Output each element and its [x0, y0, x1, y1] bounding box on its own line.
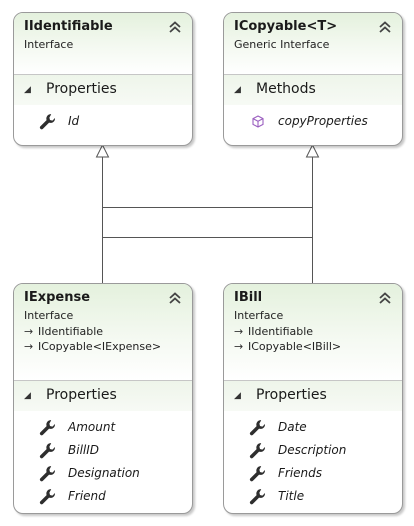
double-chevron-up-icon[interactable] [167, 290, 183, 306]
wrench-icon [248, 442, 278, 460]
cube-icon [248, 113, 278, 131]
wrench-icon [38, 419, 68, 437]
property-name: Designation [68, 466, 140, 480]
icopyable-subtitle: Generic Interface [234, 38, 330, 51]
property-item[interactable]: Title [224, 485, 402, 508]
property-name: Friend [68, 489, 106, 503]
property-name: Date [278, 420, 307, 434]
wrench-icon [248, 465, 278, 483]
iidentifiable-inheritance-arrowhead [95, 143, 110, 158]
iidentifiable-box[interactable]: IIdentifiable Interface ◢ Properties Id [13, 12, 193, 146]
triangle-down-icon[interactable]: ◢ [24, 391, 31, 401]
inherited-interface-name: ICopyable<IExpense> [38, 340, 162, 353]
arrow-right-icon: → [234, 325, 244, 338]
wrench-icon [248, 488, 278, 506]
wrench-icon [38, 488, 68, 506]
iidentifiable-properties-section[interactable]: ◢ Properties [14, 74, 192, 105]
ibill-header: IBill Interface → IIdentifiable → ICopyable… [224, 284, 402, 380]
ibill-subtitle: Interface [234, 309, 284, 322]
wrench-icon [38, 442, 68, 460]
iidentifiable-header: IIdentifiable Interface [14, 13, 192, 74]
property-name: Id [68, 114, 80, 128]
triangle-down-icon[interactable]: ◢ [234, 85, 241, 95]
icopyable-inheritance-arrowhead [305, 143, 320, 158]
property-name: Friends [278, 466, 323, 480]
iexpense-properties-section[interactable]: ◢ Properties [14, 380, 192, 411]
property-item[interactable]: Amount [14, 416, 192, 439]
arrow-right-icon: → [24, 325, 34, 338]
inherited-interface: → IIdentifiable [234, 324, 392, 339]
property-item[interactable]: Friends [224, 462, 402, 485]
icopyable-methods-section[interactable]: ◢ Methods [224, 74, 402, 105]
property-item[interactable]: Date [224, 416, 402, 439]
property-item[interactable]: Description [224, 439, 402, 462]
method-item[interactable]: copyProperties [224, 110, 402, 133]
iidentifiable-title: IIdentifiable [24, 19, 113, 34]
inherited-interface: → ICopyable<IExpense> [24, 339, 182, 354]
wrench-icon [38, 465, 68, 483]
inherited-interface-name: IIdentifiable [38, 325, 104, 338]
ibill-box[interactable]: IBill Interface → IIdentifiable → ICopyable… [223, 283, 403, 514]
property-name: Amount [68, 420, 116, 434]
method-name: copyProperties [278, 114, 368, 128]
icopyable-title: ICopyable<T> [234, 19, 338, 34]
double-chevron-up-icon[interactable] [377, 19, 393, 35]
property-name: Description [278, 443, 347, 457]
iexpense-header: IExpense Interface → IIdentifiable → ICopya… [14, 284, 192, 380]
icopyable-box[interactable]: ICopyable<T> Generic Interface ◢Methods … [223, 12, 403, 146]
wrench-icon [38, 113, 68, 131]
property-item[interactable]: Friend [14, 485, 192, 508]
ibill-title: IBill [234, 290, 263, 305]
property-item[interactable]: Id [14, 110, 192, 133]
ibill-properties-section[interactable]: ◢ Properties [224, 380, 402, 411]
double-chevron-up-icon[interactable] [167, 19, 183, 35]
inherited-interface: → ICopyable<IBill> [234, 339, 392, 354]
icopyable-header: ICopyable<T> Generic Interface [224, 13, 402, 74]
iexpense-subtitle: Interface [24, 309, 74, 322]
iidentifiable-subtitle: Interface [24, 38, 74, 51]
property-name: BillID [68, 443, 100, 457]
double-chevron-up-icon[interactable] [377, 290, 393, 306]
inherited-interface-name: IIdentifiable [248, 325, 314, 338]
triangle-down-icon[interactable]: ◢ [24, 85, 31, 95]
inherited-interface: → IIdentifiable [24, 324, 182, 339]
section-label: Properties [46, 81, 117, 97]
wrench-icon [248, 419, 278, 437]
section-label: Methods [256, 81, 316, 97]
arrow-right-icon: → [234, 340, 244, 353]
property-name: Title [278, 489, 305, 503]
arrow-right-icon: → [24, 340, 34, 353]
iexpense-title: IExpense [24, 290, 91, 305]
section-label: Properties [256, 387, 327, 403]
property-item[interactable]: BillID [14, 439, 192, 462]
inherited-interface-name: ICopyable<IBill> [248, 340, 342, 353]
iexpense-box[interactable]: IExpense Interface → IIdentifiable → ICopya… [13, 283, 193, 514]
section-label: Properties [46, 387, 117, 403]
property-item[interactable]: Designation [14, 462, 192, 485]
triangle-down-icon[interactable]: ◢ [234, 391, 241, 401]
